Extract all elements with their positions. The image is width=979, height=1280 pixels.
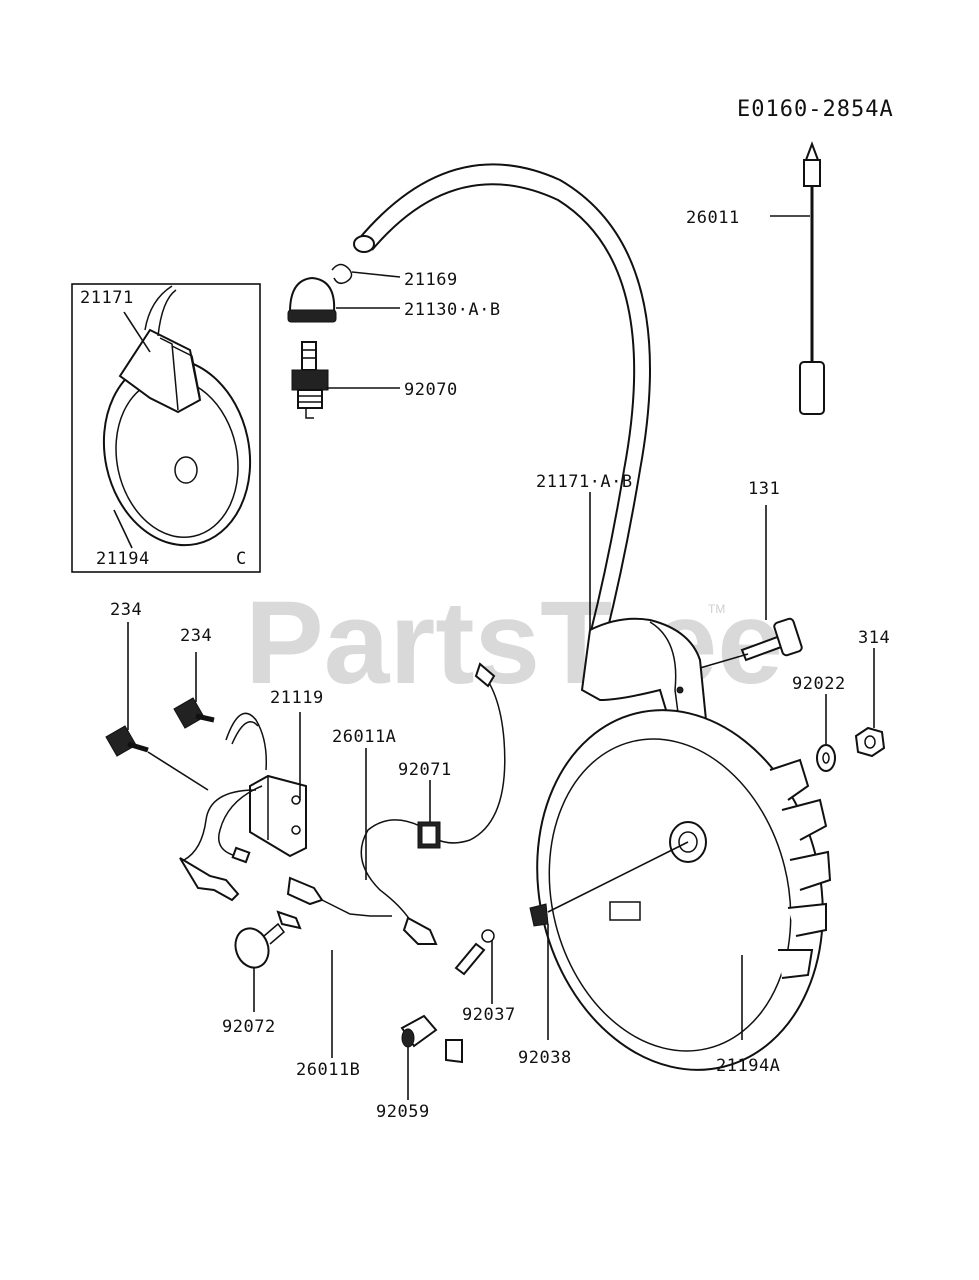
label-92072: 92072	[222, 1017, 276, 1037]
inset-frame	[71, 283, 261, 573]
label-26011: 26011	[686, 208, 740, 228]
label-92070: 92070	[404, 380, 458, 400]
label-21169: 21169	[404, 270, 458, 290]
label-21194: 21194	[96, 549, 150, 569]
wire-clamp	[234, 922, 286, 969]
lead-wire-26011a	[286, 662, 506, 945]
bolt-234-right	[173, 697, 215, 729]
label-21130ab: 21130·A·B	[404, 300, 501, 320]
inset-box-c: C 21171 21194	[71, 283, 261, 573]
cap-spring	[331, 263, 353, 285]
high-tension-lead	[353, 163, 651, 641]
label-21171ab: 21171·A·B	[536, 472, 633, 492]
terminal-cover	[400, 1014, 438, 1048]
spark-plug	[291, 341, 329, 419]
coil-bolt	[740, 617, 803, 662]
label-234-left: 234	[110, 600, 142, 620]
connector-92071	[417, 821, 441, 849]
inset-corner-label: C	[236, 549, 247, 569]
label-131: 131	[748, 479, 780, 499]
terminal-92037	[454, 929, 495, 976]
label-21194a: 21194A	[716, 1056, 780, 1076]
watermark-trademark: TM	[708, 602, 725, 616]
label-21171-inset: 21171	[80, 288, 134, 308]
washer	[816, 744, 836, 772]
label-92059: 92059	[376, 1102, 430, 1122]
label-234-right: 234	[180, 626, 212, 646]
plug-cap	[287, 276, 337, 323]
lead-wire-26011b	[276, 910, 463, 1064]
flywheel-key	[529, 903, 549, 927]
label-26011a: 26011A	[332, 727, 396, 747]
igniter-unit	[179, 712, 307, 902]
bolt-234-left	[105, 725, 149, 757]
diagram-code: E0160-2854A	[737, 97, 894, 122]
label-92071: 92071	[398, 760, 452, 780]
label-92037: 92037	[462, 1005, 516, 1025]
label-314: 314	[858, 628, 890, 648]
label-26011b: 26011B	[296, 1060, 360, 1080]
inset-ignition-coil	[118, 285, 202, 414]
label-21119: 21119	[270, 688, 324, 708]
label-92022: 92022	[792, 674, 846, 694]
label-92038: 92038	[518, 1048, 572, 1068]
flywheel	[536, 709, 832, 1071]
spark-tester	[799, 141, 825, 415]
nut	[854, 726, 886, 758]
